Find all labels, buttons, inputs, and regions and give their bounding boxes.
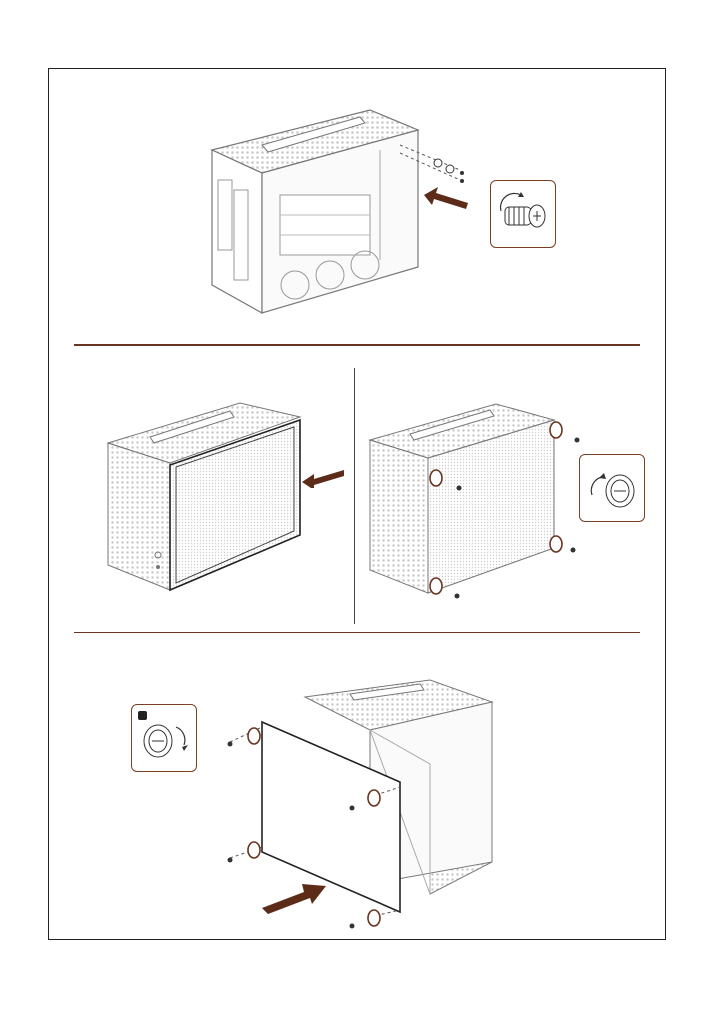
attach-arrow (258, 880, 328, 914)
remove-arrow (300, 466, 346, 488)
rear-screw (434, 159, 442, 167)
tool-box-2 (579, 454, 645, 522)
insert-arrow (422, 185, 472, 211)
divider-middle (74, 632, 640, 633)
tool-box-1 (490, 180, 556, 248)
thumbscrew-icon (132, 705, 196, 771)
tool-box-3 (131, 704, 197, 772)
thumbscrew-icon (580, 455, 644, 521)
divider-top (74, 344, 640, 346)
screwdriver-icon (491, 181, 555, 247)
case-mesh-panel-illustration (100, 395, 350, 600)
step-2a-panel (100, 395, 350, 600)
case-thumbscrew-illustration (366, 398, 581, 603)
divider-vertical (354, 368, 355, 624)
step-2b-panel (366, 398, 581, 603)
rear-screw (446, 165, 454, 173)
